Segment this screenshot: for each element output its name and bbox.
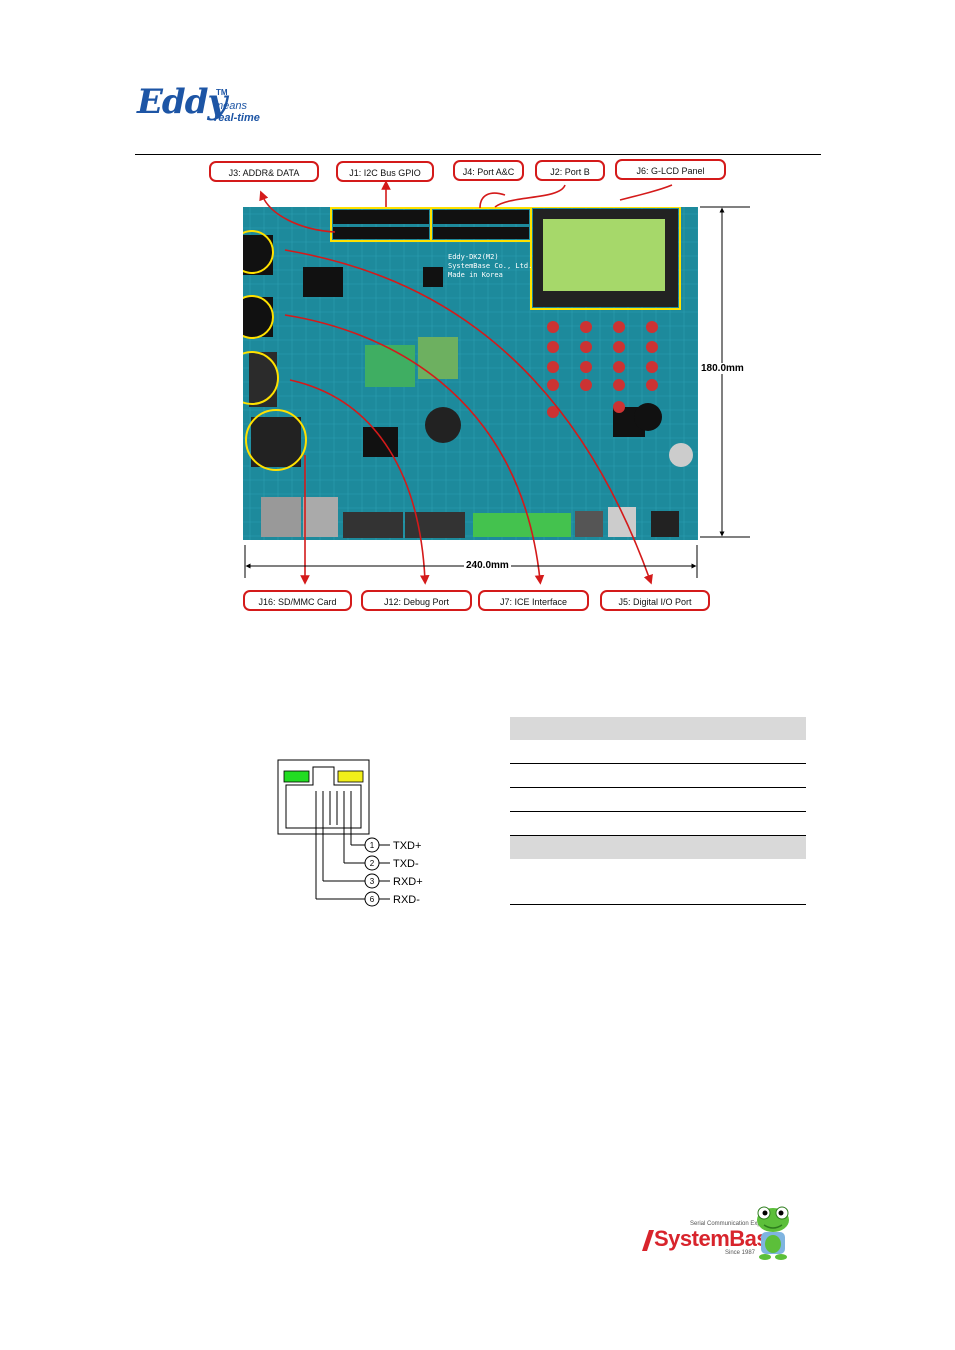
board-graphic: Eddy-DK2(M2) SystemBase Co., Ltd. Made i… — [225, 206, 698, 540]
led-right — [337, 770, 364, 783]
rj45-pinout-diagram: 1 2 3 6 TXD+ TXD- RXD+ RXD- — [277, 759, 423, 907]
pin-number: 3 — [370, 877, 375, 886]
callout-j12: J12: Debug Port — [361, 590, 472, 611]
table-row — [510, 811, 806, 836]
pin-label-txd-minus: TXD- — [393, 858, 419, 870]
width-dimension: 240.0mm — [464, 560, 511, 571]
table-row — [510, 787, 806, 812]
pin-number: 6 — [370, 895, 375, 904]
callout-j2: J2: Port B — [535, 160, 605, 181]
callout-j5: J5: Digital I/O Port — [600, 590, 710, 611]
height-dimension: 180.0mm — [701, 363, 744, 374]
pin-label-txd-plus: TXD+ — [393, 840, 421, 852]
led-left — [283, 770, 310, 783]
trademark-mark: TM — [216, 88, 228, 97]
systembase-mark-icon — [642, 1230, 654, 1251]
callout-j4: J4: Port A&C — [453, 160, 524, 181]
callout-j3: J3: ADDR& DATA — [209, 161, 319, 182]
footer-since: Since 1987 — [725, 1250, 756, 1256]
header-rule — [135, 154, 821, 155]
callout-j7: J7: ICE Interface — [478, 590, 589, 611]
footer-logo: SystemBase — [654, 1226, 780, 1251]
pin-label-rxd-minus: RXD- — [393, 894, 420, 906]
footer-slogan: Serial Communication Experts — [690, 1221, 771, 1227]
spec-table — [510, 717, 806, 905]
silkscreen-line-3: Made in Korea — [448, 271, 503, 279]
table-row — [510, 740, 806, 764]
frog-mascot-icon — [757, 1206, 789, 1260]
tagline-bottom: real-time — [214, 112, 260, 124]
table-header-row — [510, 717, 806, 740]
pin-number: 2 — [370, 859, 375, 868]
silkscreen-line-1: Eddy-DK2(M2) — [448, 253, 499, 261]
board-photo: Eddy-DK2(M2) SystemBase Co., Ltd. Made i… — [225, 206, 698, 540]
eddy-logo: Eddy — [137, 82, 227, 122]
callout-j16: J16: SD/MMC Card — [243, 590, 352, 611]
table-row — [510, 763, 806, 788]
table-row — [510, 859, 806, 905]
silkscreen-line-2: SystemBase Co., Ltd. — [448, 262, 532, 270]
pin-label-rxd-plus: RXD+ — [393, 876, 423, 888]
table-header-row — [510, 835, 806, 859]
tagline-top: means — [214, 100, 248, 112]
pin-number: 1 — [370, 841, 375, 850]
callout-j6: J6: G-LCD Panel — [615, 159, 726, 180]
